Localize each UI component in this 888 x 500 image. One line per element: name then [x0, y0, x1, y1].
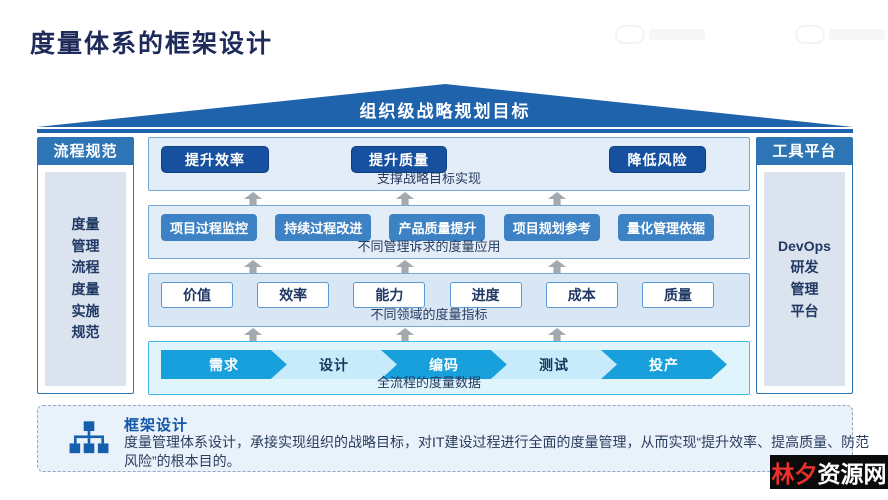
up-arrow-icon: [548, 260, 566, 273]
goal-button: 提升效率: [161, 146, 269, 173]
up-arrow-icon: [244, 260, 262, 273]
summary-body: 度量管理体系设计，承接实现组织的战略目标，对IT建设过程进行全面的度量管理，从而…: [124, 434, 870, 469]
flow-chevron: 需求: [161, 350, 287, 379]
row-caption: 不同管理诉求的度量应用: [357, 239, 501, 254]
application-button: 项目规划参考: [503, 214, 600, 241]
arrow-gap: [148, 328, 750, 341]
application-button: 量化管理依据: [617, 214, 714, 241]
row-measure-domains: 价值 效率 能力 进度 成本 质量 不同领域的度量指标: [148, 273, 750, 327]
goal-button: 提升质量: [351, 146, 447, 173]
badge-red-text: 林夕: [771, 461, 818, 487]
process-spec-header: 流程规范: [38, 138, 133, 165]
application-button: 项目过程监控: [161, 214, 258, 241]
flow-chevron: 编码: [381, 350, 507, 379]
goal-button: 降低风险: [609, 146, 706, 173]
row-caption: 支撑战略目标实现: [376, 171, 481, 186]
up-arrow-icon: [396, 328, 414, 341]
up-arrow-icon: [396, 192, 414, 205]
flow-chevron: 测试: [491, 350, 617, 379]
cloud-watermark-icon: [615, 25, 705, 44]
roof-label: 组织级战略规划目标: [359, 102, 531, 121]
row-strategy-goals: 提升效率 提升质量 降低风险 支撑战略目标实现: [148, 137, 750, 191]
badge-white-text: 资源网: [817, 461, 887, 487]
up-arrow-icon: [244, 328, 262, 341]
row-process-data: 需求 设计 编码 测试 投产 全流程的度量数据: [148, 341, 750, 395]
application-button: 持续过程改进: [275, 214, 372, 241]
tool-platform-header: 工具平台: [757, 138, 852, 165]
up-arrow-icon: [548, 192, 566, 205]
tool-platform-panel: 工具平台 DevOps 研发 管理 平台: [756, 137, 853, 394]
up-arrow-icon: [548, 328, 566, 341]
framework-summary-box: 框架设计 度量管理体系设计，承接实现组织的战略目标，对IT建设过程进行全面的度量…: [37, 405, 869, 472]
up-arrow-icon: [244, 192, 262, 205]
site-watermark-badge: 林夕 资源网: [770, 455, 888, 489]
domain-box: 效率: [257, 282, 330, 308]
flow-chevron: 设计: [271, 350, 397, 379]
roof-base-line: [37, 129, 853, 133]
application-button: 产品质量提升: [389, 214, 486, 241]
summary-title: 框架设计: [124, 417, 189, 434]
domain-box: 能力: [353, 282, 426, 308]
process-spec-body: 度量 管理 流程 度量 实施 规范: [45, 172, 126, 386]
process-spec-panel: 流程规范 度量 管理 流程 度量 实施 规范: [37, 137, 134, 394]
cloud-watermark-icon: [795, 25, 885, 44]
framework-stack: 提升效率 提升质量 降低风险 支撑战略目标实现 项目过程监控 持续过程改进 产品…: [148, 137, 750, 395]
row-measure-applications: 项目过程监控 持续过程改进 产品质量提升 项目规划参考 量化管理依据 不同管理诉…: [148, 205, 750, 259]
row-caption: 不同领域的度量指标: [370, 307, 488, 322]
arrow-gap: [148, 192, 750, 205]
domain-box: 质量: [641, 282, 714, 308]
domain-box: 价值: [161, 282, 233, 308]
strategy-roof: 组织级战略规划目标: [37, 84, 853, 127]
org-chart-icon: [66, 419, 112, 464]
arrow-gap: [148, 260, 750, 273]
row-caption: 全流程的度量数据: [376, 375, 481, 390]
flow-chevron: 投产: [601, 350, 727, 379]
tool-platform-body: DevOps 研发 管理 平台: [764, 172, 845, 386]
domain-box: 进度: [449, 282, 522, 308]
up-arrow-icon: [396, 260, 414, 273]
domain-box: 成本: [545, 282, 618, 308]
page-title: 度量体系的框架设计: [30, 30, 274, 58]
